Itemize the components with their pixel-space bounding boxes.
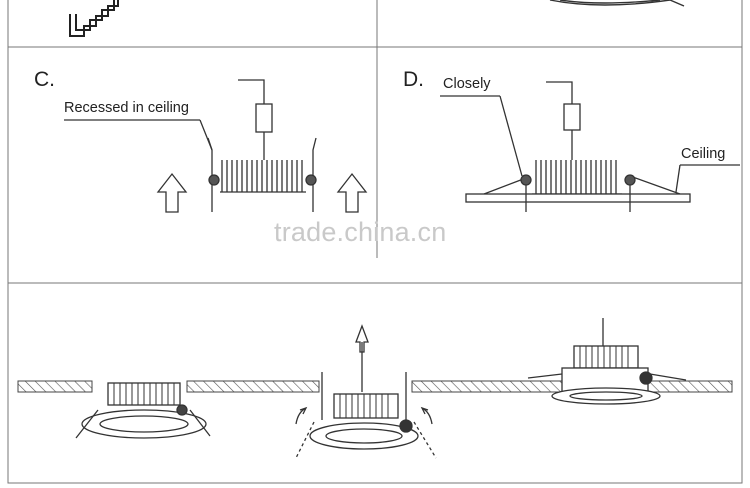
bottom-fixture-right — [527, 318, 687, 405]
step-d-label: D. — [403, 68, 424, 91]
heatsink-fins — [220, 160, 306, 193]
bottom-fixture-left — [75, 382, 211, 439]
closely-note: Closely — [443, 76, 491, 92]
panel-frames — [7, 0, 743, 484]
panel-d-fixture — [440, 81, 740, 212]
top-fixture-remnant — [549, 0, 685, 7]
up-arrow-icon-bottom — [355, 324, 369, 353]
step-c-label: C. — [34, 68, 55, 91]
stepped-outline — [69, 0, 119, 37]
panel-c-fixture — [64, 79, 368, 213]
ceiling-note: Ceiling — [681, 146, 726, 162]
recessed-note: Recessed in ceiling — [64, 100, 189, 116]
up-arrow-icon-left — [156, 172, 188, 213]
up-arrow-icon-right — [336, 172, 368, 213]
bottom-fixture-middle — [295, 324, 437, 459]
watermark: trade.china.cn — [274, 217, 447, 247]
heatsink-fins-d — [532, 160, 622, 195]
